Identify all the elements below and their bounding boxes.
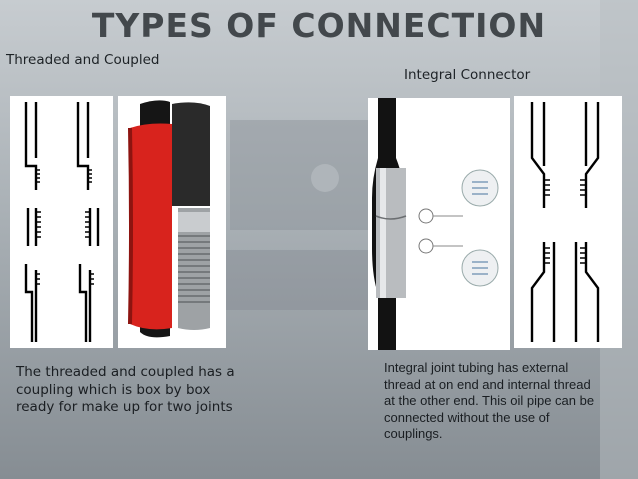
integral-schematic-diagram: [514, 96, 622, 348]
integral-pipe-image: [368, 98, 510, 350]
threaded-coupled-heading: Threaded and Coupled: [6, 52, 160, 68]
coupling-pipe-image: [118, 96, 226, 348]
coupled-schematic-diagram: [10, 96, 113, 348]
threaded-coupled-caption: The threaded and coupled has a coupling …: [16, 364, 235, 415]
integral-connector-heading: Integral Connector: [404, 67, 531, 83]
integral-connector-caption: Integral joint tubing has external threa…: [384, 360, 595, 442]
slide-title: TYPES OF CONNECTION: [91, 6, 547, 45]
